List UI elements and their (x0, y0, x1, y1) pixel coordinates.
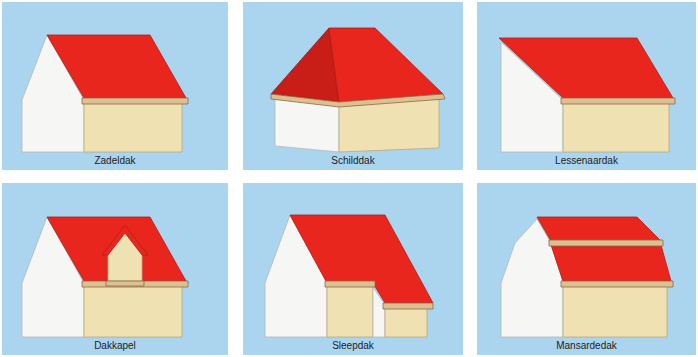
house-catslide (265, 215, 433, 337)
roof-type-panel: Dakkapel (2, 183, 228, 355)
roof-type-label: Sleepdak (332, 340, 374, 352)
roof-type-label: Mansardedak (556, 340, 617, 352)
roof-type-label: Schilddak (331, 155, 374, 167)
panel-ground (477, 2, 696, 170)
roof-type-panel: Mansardedak (477, 183, 696, 355)
house-dormer (22, 217, 188, 337)
house-mansard (501, 217, 673, 337)
roof-type-label: Lessenaardak (555, 155, 618, 167)
roof-type-panel: Sleepdak (243, 183, 463, 355)
panel-ground (2, 183, 228, 355)
panel-ground (477, 183, 696, 355)
panel-ground (2, 2, 228, 170)
roof-type-panel: Zadeldak (2, 2, 228, 170)
house-hip (271, 28, 445, 152)
panel-ground (243, 2, 463, 170)
roof-type-panel: Schilddak (243, 2, 463, 170)
panel-ground (243, 183, 463, 355)
house-gable (22, 35, 188, 152)
house-shed (499, 38, 675, 152)
roof-type-label: Zadeldak (94, 155, 135, 167)
roof-type-panel: Lessenaardak (477, 2, 696, 170)
roof-type-label: Dakkapel (94, 340, 136, 352)
